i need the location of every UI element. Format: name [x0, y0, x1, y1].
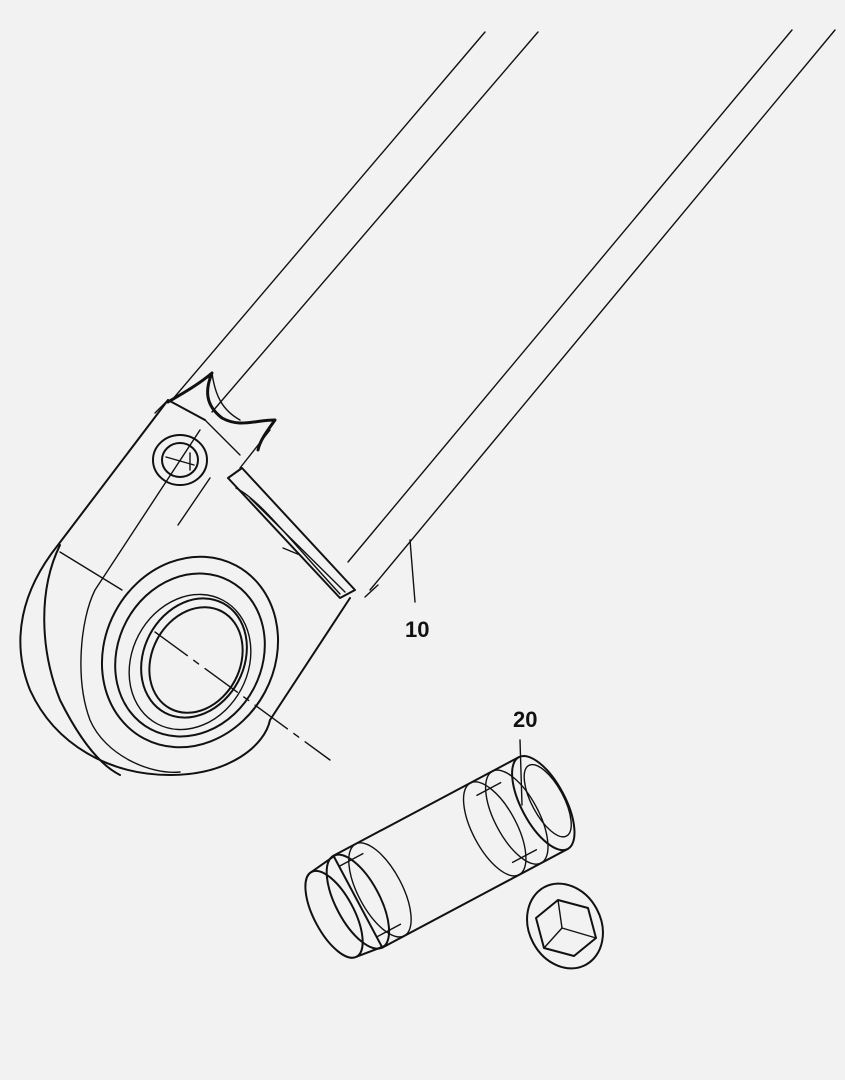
leader-20 [519, 739, 523, 806]
slot-pocket [227, 429, 356, 599]
leader-10 [409, 539, 416, 603]
ref-label-10: 10 [405, 617, 429, 642]
top-notch [166, 371, 277, 452]
arm-rails [154, 29, 836, 598]
pin-assembly [304, 739, 604, 970]
clevis-block [19, 399, 351, 776]
arm-assembly [19, 29, 836, 776]
main-bore [100, 555, 280, 749]
hex-bolt [526, 882, 604, 970]
center-axis [154, 631, 331, 761]
ref-label-20: 20 [513, 707, 537, 732]
lock-hole [152, 434, 208, 486]
